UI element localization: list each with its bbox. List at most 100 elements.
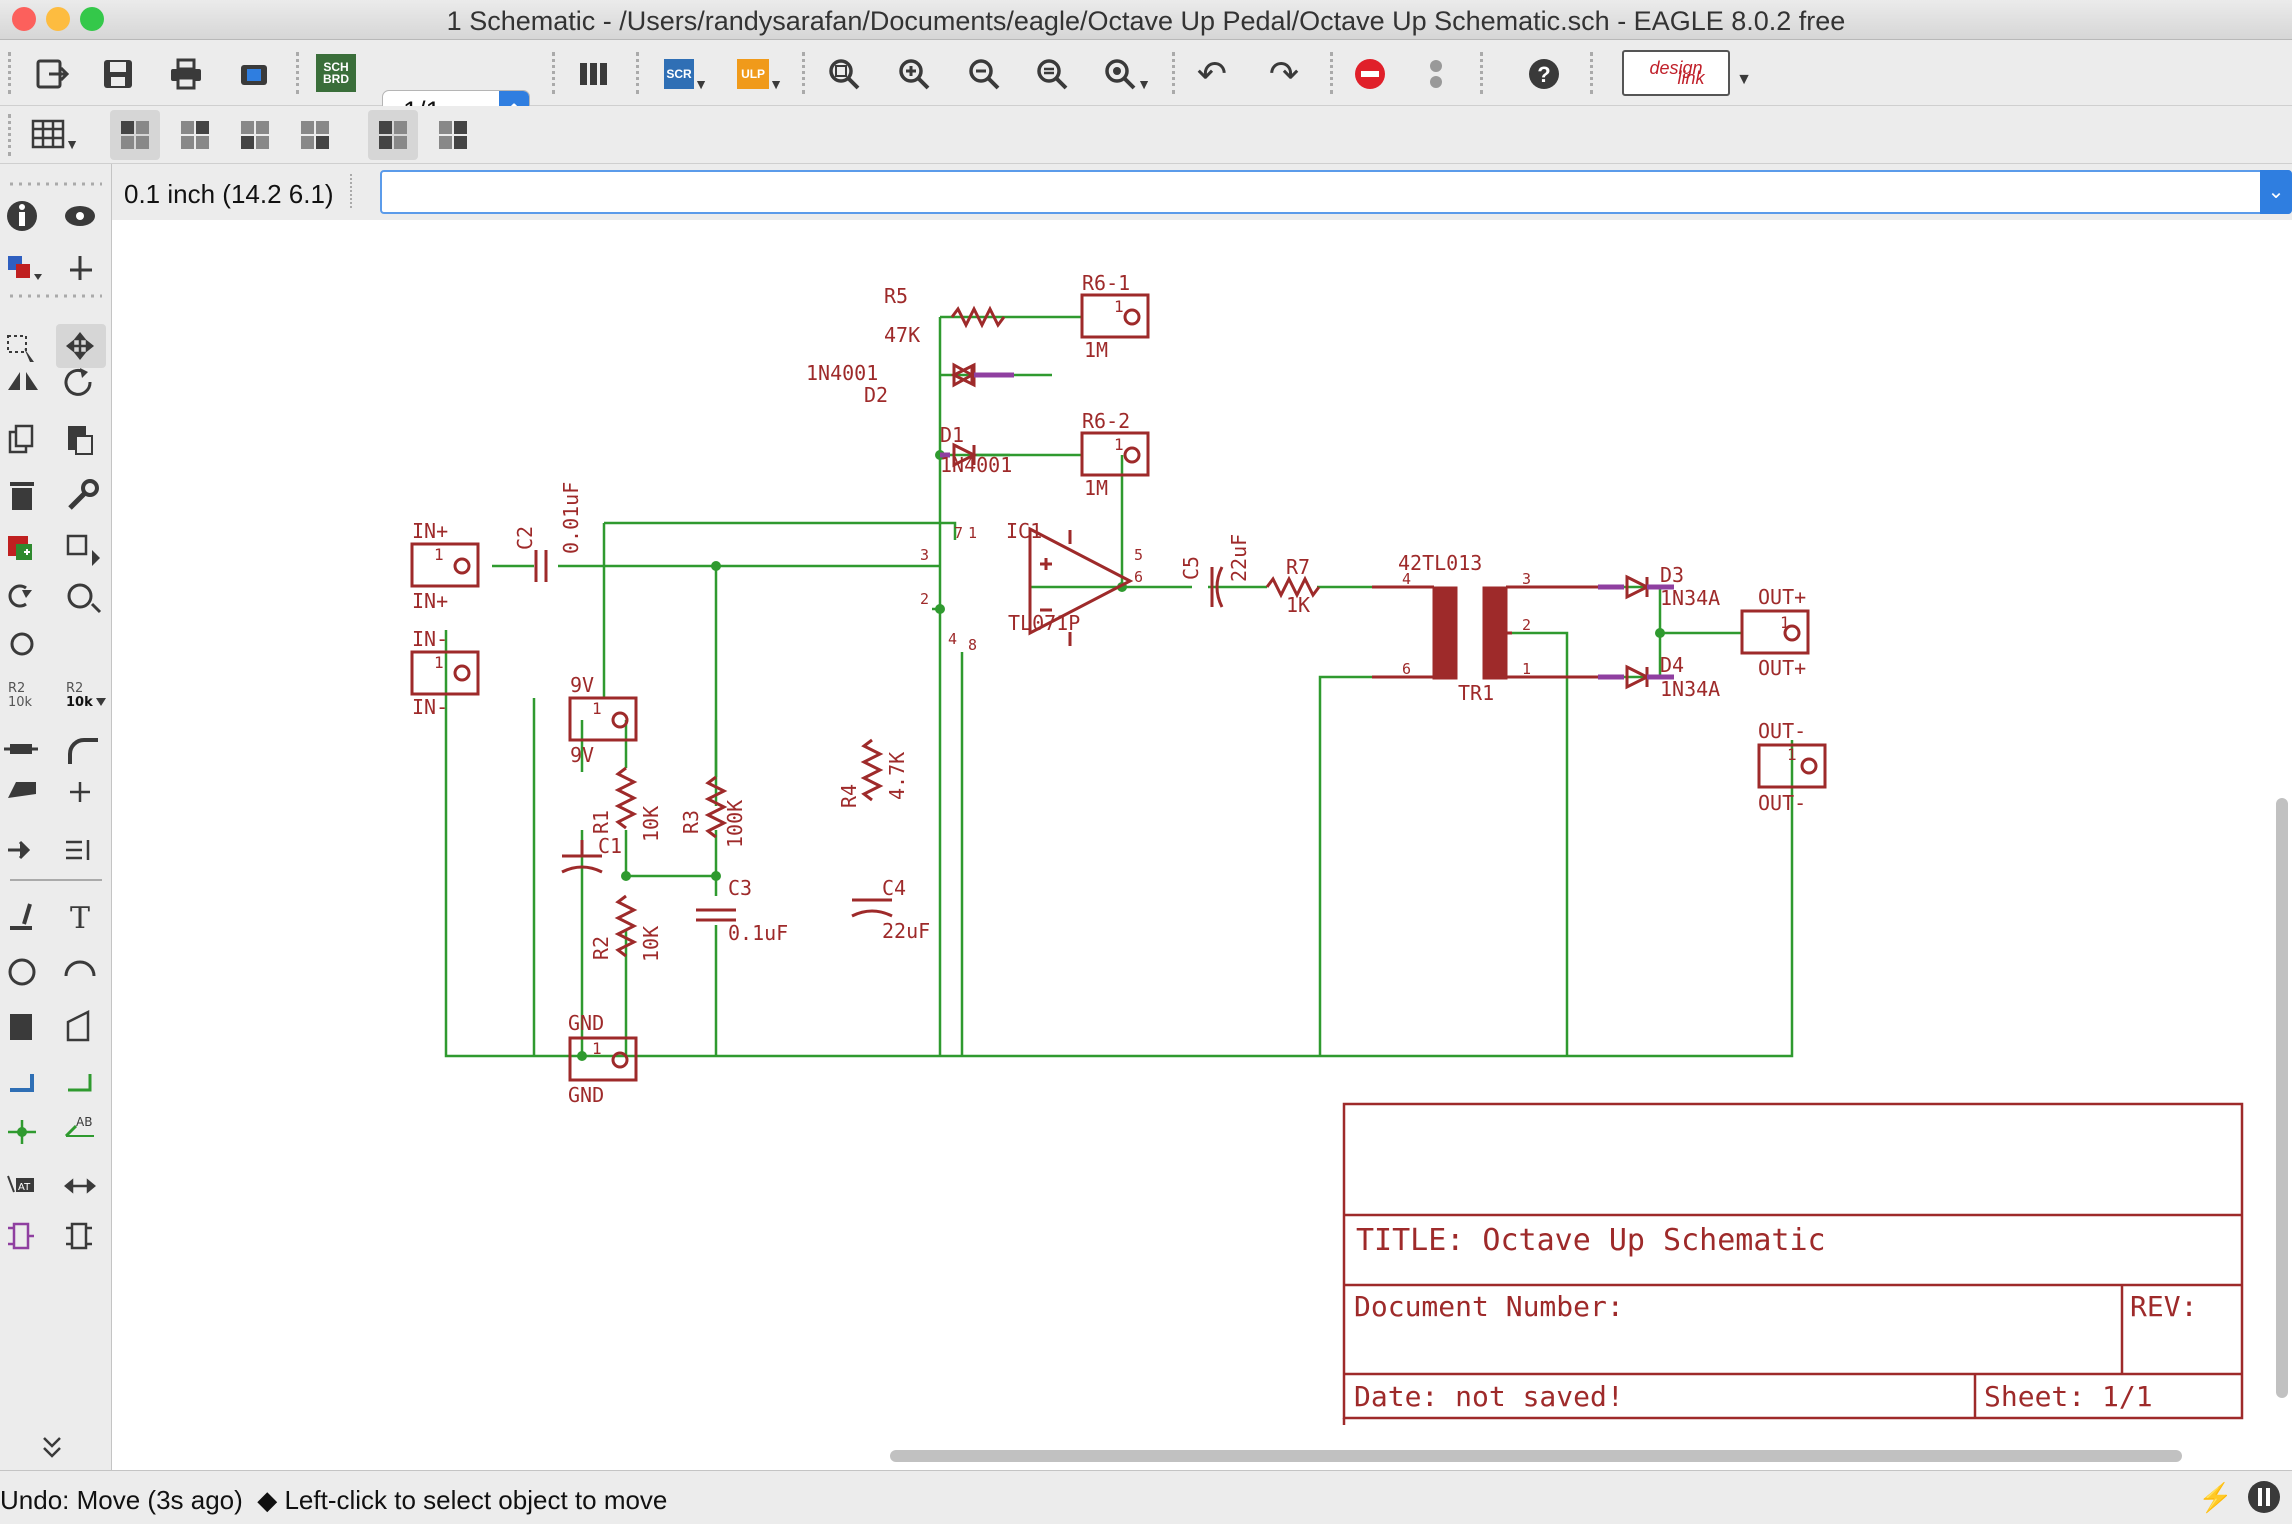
layout-5-icon[interactable] [368, 110, 418, 160]
replace-icon[interactable] [66, 534, 100, 566]
smash-icon[interactable] [4, 744, 38, 754]
zoom-out-icon[interactable] [962, 52, 1006, 96]
rotate-icon[interactable] [64, 368, 92, 396]
add-icon[interactable] [8, 536, 32, 560]
undo-icon[interactable]: ↶ [1196, 53, 1228, 94]
layout-3-icon[interactable] [230, 110, 280, 160]
frame-2-icon[interactable] [66, 1222, 92, 1250]
c3-capacitor[interactable] [696, 908, 736, 922]
minimize-window-button[interactable] [46, 7, 70, 31]
pinswap-icon[interactable] [67, 583, 102, 614]
d1-diode[interactable] [952, 442, 978, 468]
go-icon[interactable] [1414, 52, 1458, 96]
split-icon[interactable] [8, 782, 36, 798]
r4-resistor[interactable] [860, 738, 884, 802]
paste-icon[interactable] [68, 426, 93, 455]
schematic-canvas[interactable]: R6-1 1M 1 R6-2 1M 1 R5 47K 1N4001 D2 D1 … [112, 220, 2292, 1470]
r5-resistor[interactable] [950, 305, 1006, 329]
command-history-dropdown-icon[interactable]: ⌄ [2260, 170, 2292, 214]
zoom-window-button[interactable] [80, 7, 104, 31]
library-icon[interactable] [572, 52, 616, 96]
c1-capacitor[interactable] [561, 840, 603, 874]
layout-2-icon[interactable] [170, 110, 220, 160]
c2-capacitor[interactable] [534, 550, 548, 582]
grid-icon[interactable]: ▼ [26, 112, 84, 156]
rectangle-icon[interactable] [10, 1014, 32, 1040]
bus-draw-icon[interactable] [10, 1074, 34, 1092]
circle-icon[interactable] [8, 958, 36, 986]
script-icon[interactable]: SCR▼ [664, 54, 708, 94]
ulp-icon[interactable]: ULP▼ [736, 54, 784, 94]
in-minus-connector[interactable] [410, 650, 480, 696]
dimension-icon[interactable] [64, 1178, 96, 1194]
r3-resistor[interactable] [704, 775, 728, 839]
show-icon[interactable] [65, 206, 95, 226]
cam-icon[interactable] [232, 52, 276, 96]
r6-1-connector[interactable] [1080, 293, 1150, 339]
arc-icon[interactable] [64, 960, 96, 977]
zoom-redraw-icon[interactable] [1030, 52, 1074, 96]
vertical-scrollbar[interactable] [2276, 798, 2288, 1398]
value-tool-label[interactable]: R2 [66, 681, 83, 696]
layout-1-icon[interactable] [110, 110, 160, 160]
r2-resistor[interactable] [614, 894, 638, 958]
zoom-select-icon[interactable]: ▼ [1100, 52, 1154, 96]
junction-icon[interactable] [8, 1120, 36, 1144]
invoke-icon[interactable] [70, 782, 90, 802]
layout-4-icon[interactable] [290, 110, 340, 160]
c5-capacitor[interactable] [1210, 566, 1224, 608]
save-icon[interactable] [96, 52, 140, 96]
stop-status-icon[interactable] [2246, 1479, 2282, 1515]
attribute-icon[interactable]: AT [7, 1175, 34, 1193]
name-tool-label[interactable]: R2 [8, 681, 25, 696]
copy-icon[interactable] [8, 424, 34, 454]
tr1-transformer[interactable] [1432, 586, 1458, 680]
command-input[interactable] [380, 170, 2292, 214]
bus-icon[interactable] [66, 840, 90, 860]
move-icon[interactable] [56, 324, 106, 368]
redo-icon[interactable]: ↷ [1268, 53, 1300, 94]
close-window-button[interactable] [12, 7, 36, 31]
gnd-connector[interactable] [568, 1036, 638, 1082]
out-minus-connector[interactable] [1757, 743, 1827, 789]
r1-resistor[interactable] [614, 766, 638, 830]
stop-icon[interactable] [1348, 52, 1392, 96]
more-tools-icon[interactable] [43, 1437, 61, 1458]
wire-icon[interactable] [10, 903, 32, 930]
horizontal-scrollbar[interactable] [890, 1450, 2182, 1462]
c4-capacitor[interactable] [851, 898, 893, 918]
r6-2-connector[interactable] [1080, 431, 1150, 477]
zoom-in-icon[interactable] [892, 52, 936, 96]
design-link-dropdown-icon[interactable]: ▼ [1736, 71, 1752, 88]
r7-resistor[interactable] [1265, 575, 1321, 599]
help-icon[interactable]: ? [1522, 52, 1566, 96]
svg-text:0.01uF: 0.01uF [559, 482, 583, 554]
group-icon[interactable] [7, 335, 34, 362]
label-icon[interactable]: AB [64, 1115, 94, 1138]
print-icon[interactable] [164, 52, 208, 96]
miter-icon[interactable] [68, 738, 98, 764]
display-layers-icon[interactable] [8, 256, 42, 280]
text-icon[interactable]: T [70, 901, 90, 936]
net-icon[interactable] [68, 1074, 92, 1092]
mirror-icon[interactable] [8, 372, 38, 390]
gateswap-icon[interactable] [8, 584, 32, 608]
delete-icon[interactable] [10, 482, 34, 510]
frame-icon[interactable] [8, 1222, 34, 1250]
polygon-icon[interactable] [66, 1009, 90, 1042]
zoom-fit-icon[interactable] [822, 52, 866, 96]
info-icon[interactable] [7, 201, 37, 231]
wire-export-icon[interactable] [8, 840, 31, 860]
in-plus-connector[interactable] [410, 542, 480, 588]
out-plus-connector[interactable] [1740, 609, 1810, 655]
ic1-opamp[interactable] [940, 526, 1134, 636]
svg-text:10k: 10k [8, 695, 33, 710]
split-gate-icon[interactable] [10, 632, 34, 656]
mark-icon[interactable] [70, 256, 92, 280]
change-icon[interactable] [68, 479, 99, 510]
layout-6-icon[interactable] [428, 110, 478, 160]
nine-v-connector[interactable] [568, 696, 638, 742]
open-icon[interactable] [28, 52, 78, 96]
